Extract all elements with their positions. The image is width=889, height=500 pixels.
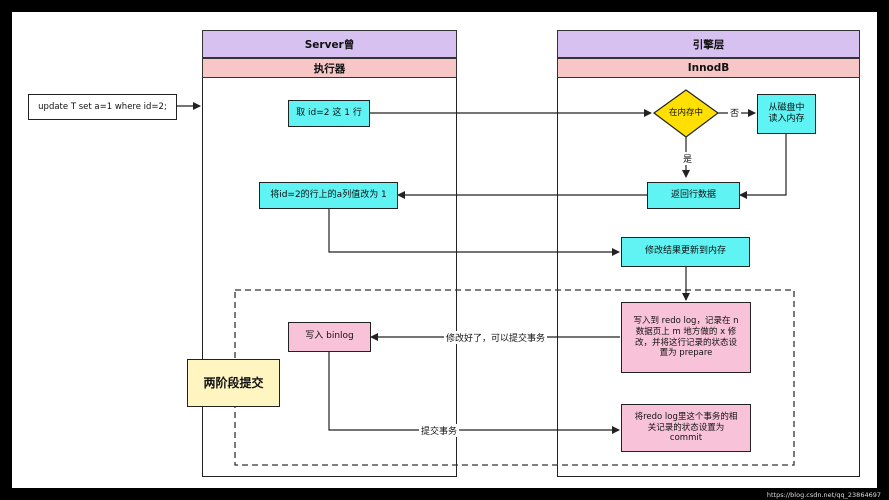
change-value-box: 将id=2的行上的a列值改为 1 (259, 182, 398, 209)
in-memory-diamond: 在内存中 (668, 108, 703, 118)
edge-label-yes: 是 (681, 152, 695, 165)
two-phase-commit-label: 两阶段提交 (187, 359, 280, 407)
return-row-box: 返回行数据 (647, 182, 740, 209)
edge-label-commit-tx: 提交事务 (419, 424, 460, 437)
commit-redo-log-box: 将redo log里这个事务的相 关记录的状态设置为 commit (621, 404, 751, 452)
fetch-row-box: 取 id=2 这 1 行 (288, 100, 370, 127)
server-lane-title: Server曾 (202, 30, 457, 58)
write-redo-log-box: 写入到 redo log，记录在 n 数据页上 m 地方做的 x 修 改，并将这… (621, 302, 751, 373)
edge-label-done-commit: 修改好了，可以提交事务 (444, 331, 548, 344)
edge-label-no: 否 (728, 106, 742, 119)
sql-statement-box: update T set a=1 where id=2; (28, 94, 177, 120)
edge-disk-to-return (739, 133, 787, 199)
update-memory-box: 修改结果更新到内存 (621, 237, 750, 267)
source-watermark: https://blog.csdn.net/qq_23864697 (766, 491, 881, 499)
server-lane-subtitle: 执行器 (202, 58, 457, 78)
edge-binlog-to-commit (328, 352, 620, 434)
engine-lane-subtitle: InnodB (557, 58, 860, 78)
write-binlog-box: 写入 binlog (288, 322, 371, 352)
engine-lane-title: 引擎层 (557, 30, 860, 58)
edge-change-to-update (328, 208, 620, 256)
read-from-disk-box: 从磁盘中 读入内存 (757, 94, 816, 134)
